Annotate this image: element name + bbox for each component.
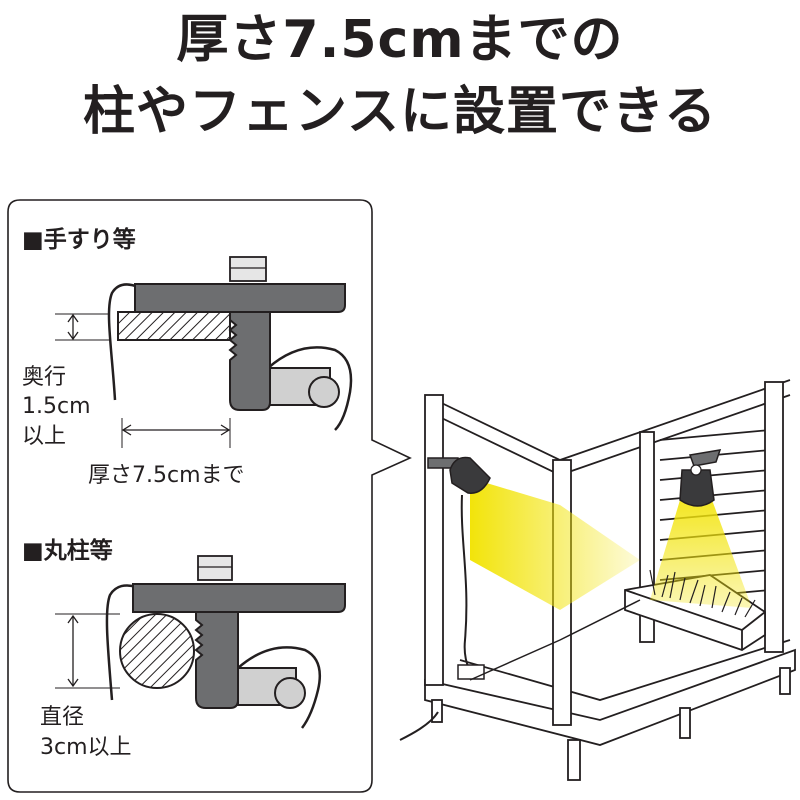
depth-label-line2: 1.5cm [22, 394, 91, 419]
depth-label-line3: 以上 [22, 424, 66, 449]
diameter-label-line1: 直径 [40, 705, 84, 730]
headline-line-2: 柱やフェンスに設置できる [83, 82, 717, 142]
section-title-round-post: ■丸柱等 [22, 537, 113, 564]
clamp-screw-icon [229, 256, 267, 282]
round-post-clamp-illustration [55, 555, 346, 729]
round-post [119, 613, 195, 689]
handrail-clamp-illustration [55, 256, 353, 448]
clamp-screw-icon-2 [197, 555, 233, 581]
spotlight-right-icon [679, 449, 722, 507]
plant-grass [649, 569, 756, 618]
right-light-beam [650, 500, 752, 608]
diameter-label-line2: 3cm以上 [40, 735, 132, 760]
thickness-label: 厚さ7.5cmまで [88, 463, 245, 488]
balcony-scene-illustration [424, 379, 796, 781]
spotlight-left-icon [427, 456, 491, 680]
handrail-board [117, 311, 231, 341]
headline-line-1: 厚さ7.5cmまでの [176, 10, 624, 70]
section-title-handrail: ■手すり等 [22, 226, 136, 253]
left-light-beam [470, 478, 640, 610]
depth-label-line1: 奥行 [22, 365, 66, 390]
